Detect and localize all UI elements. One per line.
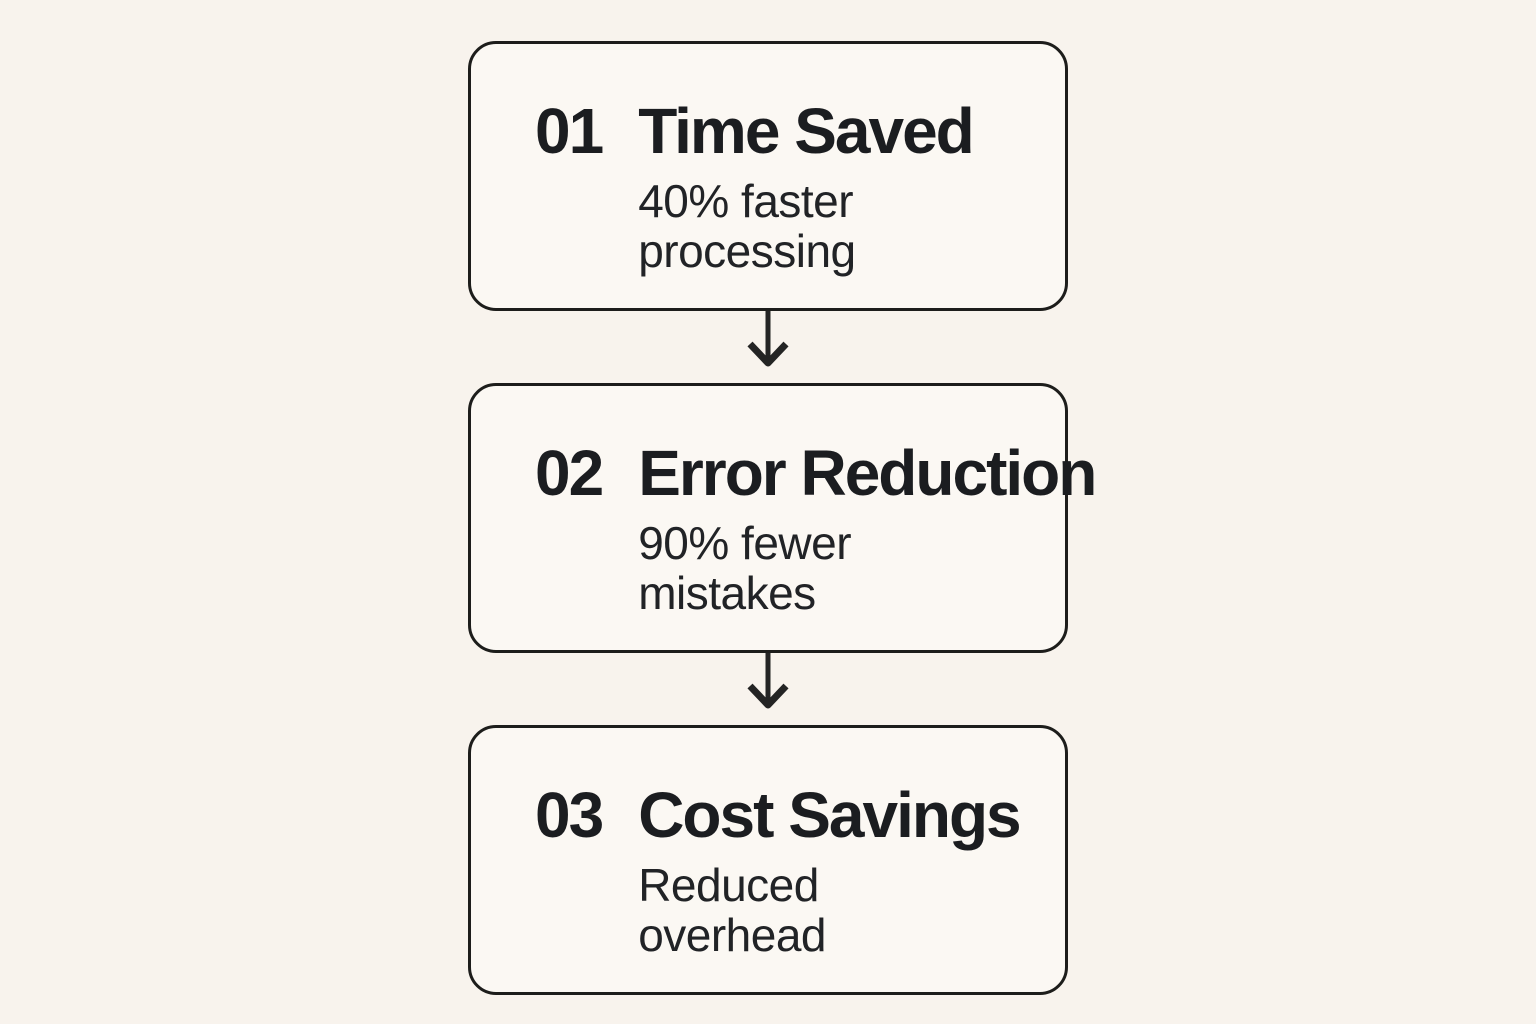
step-card-3: 03 Cost Savings Reduced overhead [468, 725, 1068, 995]
step-card-3-row: 03 Cost Savings Reduced overhead [535, 779, 1045, 961]
step-description: 40% faster processing [638, 176, 973, 276]
step-title: Time Saved [638, 95, 975, 167]
step-content: Error Reduction 90% fewer mistakes [638, 437, 1097, 619]
step-description-line: overhead [638, 909, 827, 962]
step-title: Error Reduction [638, 437, 1097, 509]
step-description: Reduced overhead [638, 860, 1019, 960]
step-card-1-row: 01 Time Saved 40% faster processing [535, 95, 1045, 277]
step-number: 02 [535, 437, 604, 509]
step-card-2: 02 Error Reduction 90% fewer mistakes [468, 383, 1097, 653]
step-description-line: 90% fewer [638, 517, 852, 570]
step-description-line: mistakes [638, 567, 816, 620]
step-number: 01 [535, 95, 604, 167]
step-number: 03 [535, 779, 604, 851]
step-card-1: 01 Time Saved 40% faster processing [468, 41, 1068, 311]
step-description-line: processing [638, 225, 856, 278]
step-description-line: Reduced [638, 859, 819, 912]
step-description-line: 40% faster [638, 175, 854, 228]
down-arrow-icon [747, 653, 789, 709]
down-arrow-icon [747, 311, 789, 367]
step-card-2-row: 02 Error Reduction 90% fewer mistakes [535, 437, 1097, 619]
step-content: Time Saved 40% faster processing [638, 95, 975, 277]
step-title: Cost Savings [638, 779, 1021, 851]
step-description: 90% fewer mistakes [638, 518, 1095, 618]
step-content: Cost Savings Reduced overhead [638, 779, 1021, 961]
flowchart: 01 Time Saved 40% faster processing 02 E… [468, 0, 1097, 995]
flow-connector-2 [746, 653, 790, 725]
flow-connector-1 [746, 311, 790, 383]
